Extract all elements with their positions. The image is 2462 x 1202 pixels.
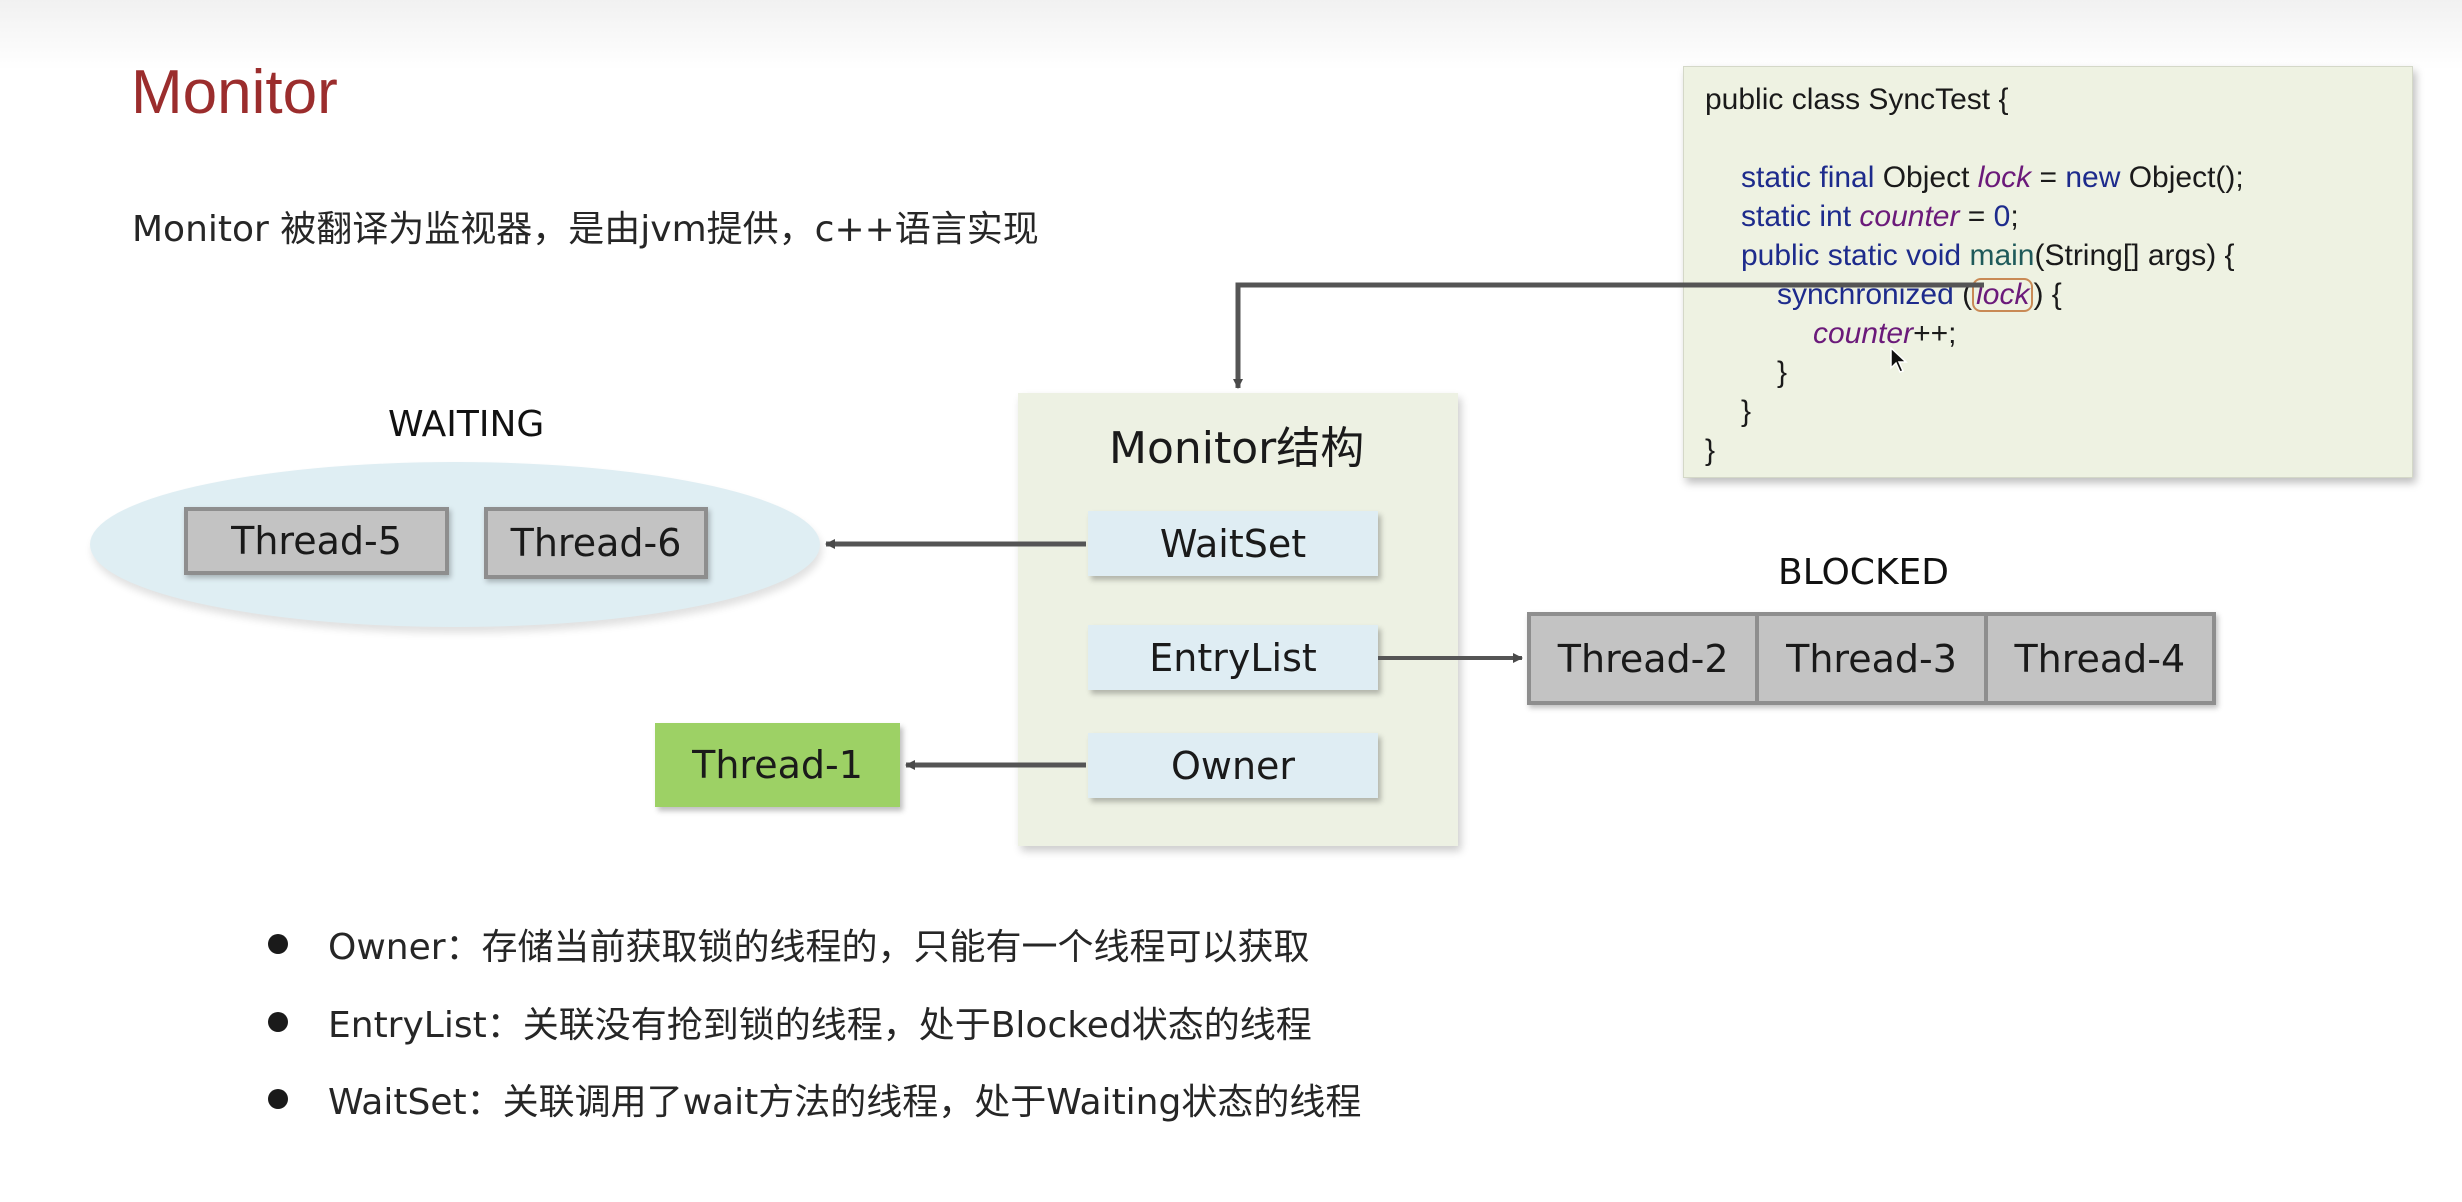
blocked-label: BLOCKED [1778,552,1950,593]
code-keyword: public static void [1741,239,1962,272]
code-field: lock [1976,278,2030,311]
code-text: ++; [1913,317,1957,350]
monitor-title: Monitor结构 [1109,423,1365,474]
code-keyword: synchronized [1777,278,1954,311]
bullet-text: EntryList：关联没有抢到锁的线程，处于Blocked状态的线程 [328,1005,1312,1046]
bullet-text: WaitSet：关联调用了wait方法的线程，处于Waiting状态的线程 [328,1082,1362,1123]
code-line-main: public static void main(String[] args) { [1741,241,2235,271]
code-panel: public class SyncTest { static final Obj… [1683,66,2413,478]
mouse-cursor-icon [1890,347,1908,373]
lock-highlight: lock [1972,278,2034,312]
code-number: 0 [1993,200,2011,233]
bullet-dot [268,1012,288,1032]
thread-blocked-4: Thread-4 [1987,616,2212,701]
bullet-dot [268,1089,288,1109]
bullet-text: Owner：存储当前获取锁的线程的，只能有一个线程可以获取 [328,927,1310,968]
code-keyword: static final [1741,161,1875,194]
thread-waiting-5: Thread-5 [184,507,449,575]
code-field: lock [1977,161,2032,194]
blocked-threads: Thread-2 Thread-3 Thread-4 [1527,612,2216,705]
slide-title: Monitor [131,58,338,127]
owner-slot: Owner [1088,733,1378,798]
code-text: Object [1874,161,1978,194]
code-line-close: } [1741,395,1752,428]
code-method: main [1969,239,2035,272]
code-field: counter [1859,200,1960,233]
entrylist-slot: EntryList [1088,625,1378,690]
slide-subtitle: Monitor 被翻译为监视器，是由jvm提供，c++语言实现 [132,209,1039,250]
code-line-close: } [1705,434,1716,467]
bullet-waitset: WaitSet：关联调用了wait方法的线程，处于Waiting状态的线程 [268,1073,1361,1125]
code-line-increment: counter++; [1813,319,1956,349]
code-text: ; [2010,200,2019,233]
code-line-synchronized: synchronized (lock) { [1777,278,2062,312]
code-text: = [2031,161,2066,194]
thread-blocked-3: Thread-3 [1759,616,1984,701]
bullet-entrylist: EntryList：关联没有抢到锁的线程，处于Blocked状态的线程 [268,996,1312,1048]
code-keyword: new [2065,161,2121,194]
thread-waiting-6: Thread-6 [484,507,708,579]
code-line-lock-decl: static final Object lock = new Object(); [1741,163,2244,193]
thread-blocked-2: Thread-2 [1531,616,1756,701]
code-line-class: public class SyncTest { [1705,83,2009,116]
bullet-dot [268,934,288,954]
code-text: ) { [2033,278,2062,311]
code-line-close: } [1777,356,1788,389]
bullet-owner: Owner：存储当前获取锁的线程的，只能有一个线程可以获取 [268,918,1310,970]
code-text: ( [1953,278,1973,311]
waitset-slot: WaitSet [1088,511,1378,576]
waiting-label: WAITING [388,404,545,445]
code-line-counter-decl: static int counter = 0; [1741,202,2019,232]
code-keyword: static int [1741,200,1852,233]
code-text: (String[] args) { [2034,239,2235,272]
code-text: = [1959,200,1994,233]
thread-owner-1: Thread-1 [655,723,900,807]
code-field: counter [1813,317,1914,350]
code-text: Object(); [2120,161,2244,194]
